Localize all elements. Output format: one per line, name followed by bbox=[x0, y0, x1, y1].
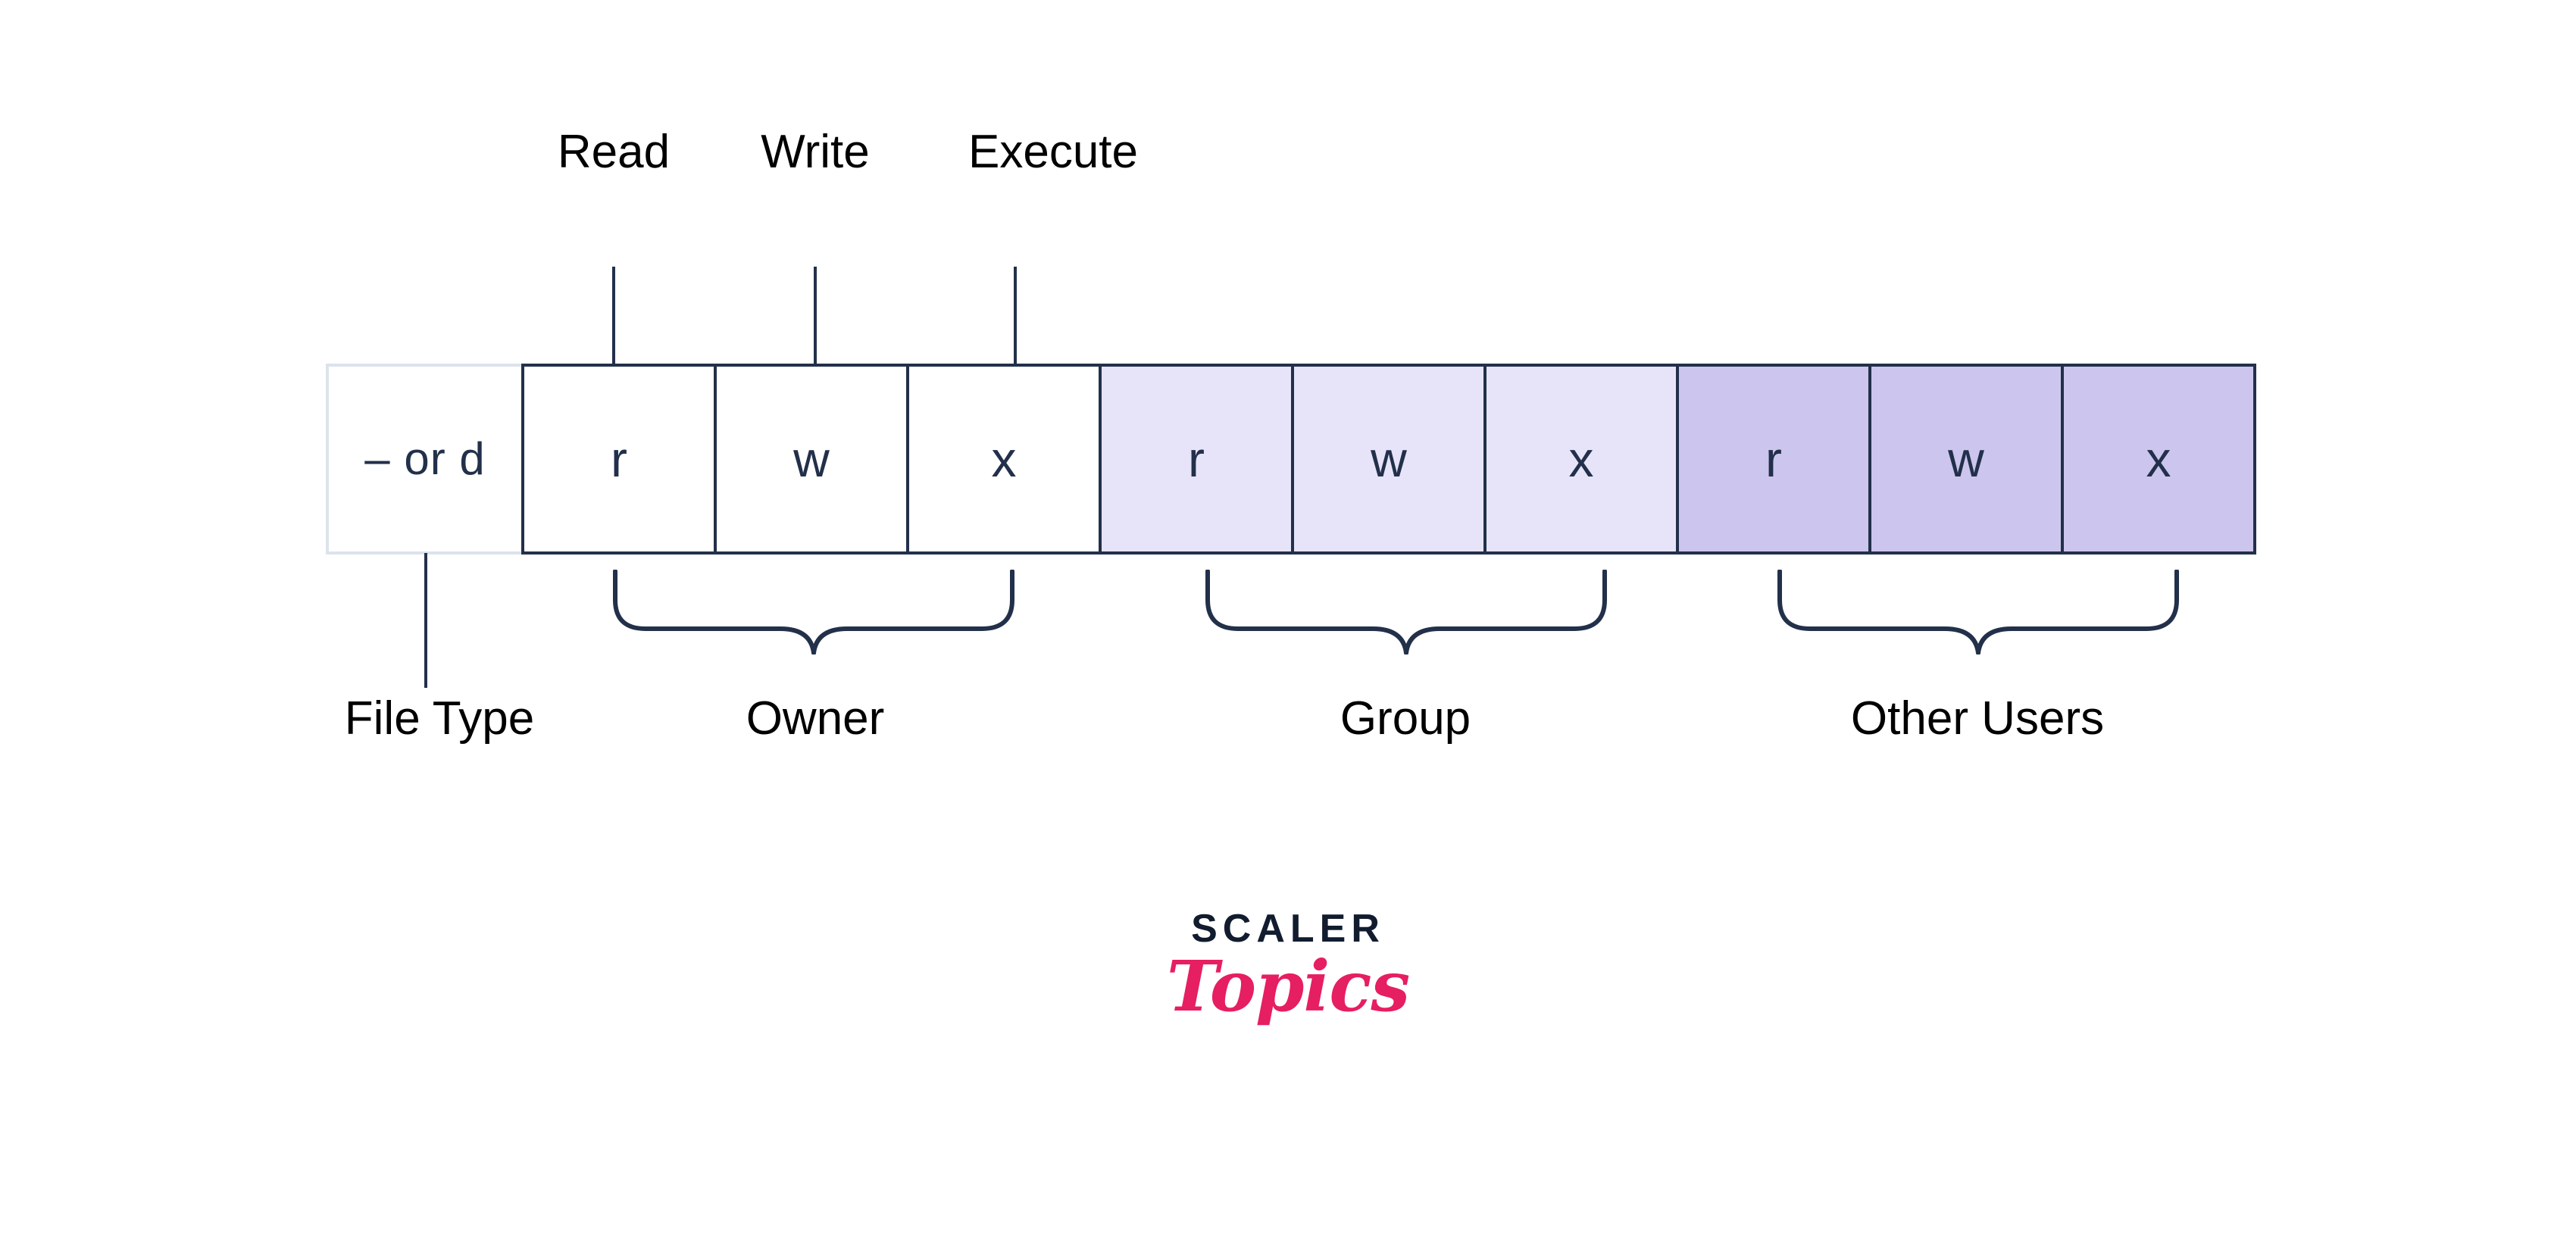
other-execute-cell: x bbox=[2061, 364, 2256, 555]
group-read-cell: r bbox=[1099, 364, 1294, 555]
connector-execute bbox=[1014, 267, 1017, 367]
label-group: Group bbox=[1340, 692, 1471, 745]
owner-write-cell: w bbox=[714, 364, 909, 555]
connector-write bbox=[814, 267, 817, 367]
label-file-type: File Type bbox=[344, 692, 535, 745]
group-brace-icon bbox=[1205, 570, 1607, 654]
label-other-users: Other Users bbox=[1850, 692, 2105, 745]
owner-execute-cell: x bbox=[906, 364, 1102, 555]
label-read: Read bbox=[557, 126, 671, 178]
other-users-brace bbox=[1777, 570, 2180, 654]
group-write-cell: w bbox=[1291, 364, 1487, 555]
other-read-cell: r bbox=[1676, 364, 1871, 555]
other-write-cell: w bbox=[1868, 364, 2064, 555]
group-execute-cell: x bbox=[1483, 364, 1679, 555]
other-users-brace-icon bbox=[1777, 570, 2179, 654]
scaler-topics-logo: SCALER Topics bbox=[1129, 909, 1447, 1023]
connector-file-type bbox=[424, 553, 427, 688]
label-owner: Owner bbox=[746, 692, 885, 745]
logo-topics-text: Topics bbox=[1166, 945, 1410, 1027]
owner-read-cell: r bbox=[521, 364, 717, 555]
owner-brace-icon bbox=[613, 570, 1014, 654]
group-brace bbox=[1205, 570, 1608, 654]
file-type-cell: – or d bbox=[326, 364, 524, 555]
permission-string-table: – or d r w x r w x r w x bbox=[326, 364, 2256, 555]
label-write: Write bbox=[761, 126, 870, 178]
owner-brace bbox=[612, 570, 1015, 654]
connector-read bbox=[612, 267, 615, 367]
label-execute: Execute bbox=[968, 126, 1139, 178]
logo-scaler-text: SCALER bbox=[1191, 907, 1385, 951]
